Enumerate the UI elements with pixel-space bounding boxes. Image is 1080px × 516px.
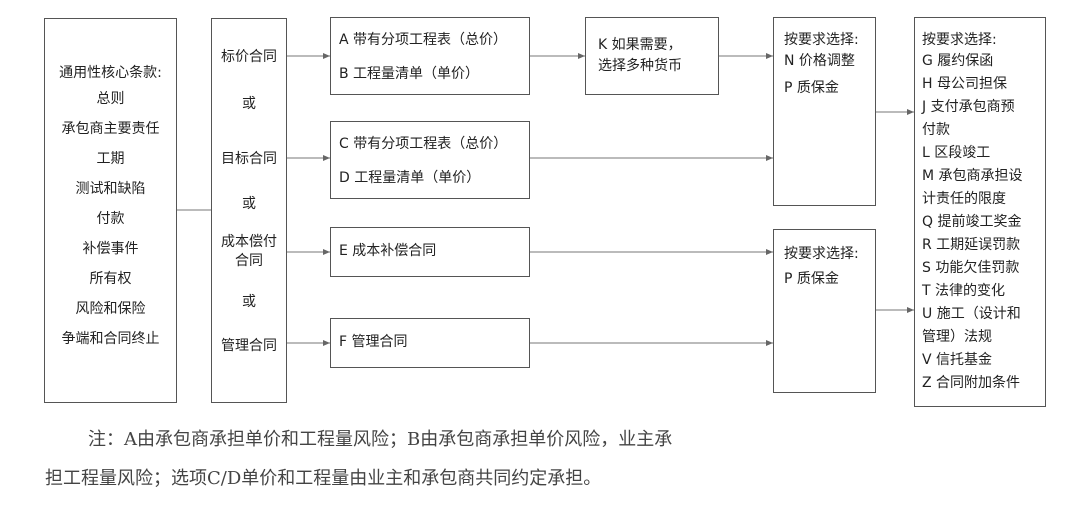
- select3-item: S 功能欠佳罚款: [922, 260, 1020, 276]
- select1-title: 按要求选择:: [784, 32, 859, 48]
- option-a: A 带有分项工程表（总价）: [339, 32, 508, 48]
- select2-item: P 质保金: [784, 271, 839, 287]
- select3-item: U 施工（设计和: [922, 306, 1021, 322]
- select3-title: 按要求选择:: [922, 32, 997, 48]
- option-ab-box: A 带有分项工程表（总价） B 工程量清单（单价）: [330, 17, 530, 95]
- select3-item: G 履约保函: [922, 53, 994, 69]
- option-e-box: E 成本补偿合同: [330, 227, 530, 277]
- note-line-2: 担工程量风险；选项C/D单价和工程量由业主和承包商共同约定承担。: [45, 468, 602, 489]
- contract-types-box: 标价合同 或 目标合同 或 成本偿付 合同 或 管理合同: [211, 18, 287, 403]
- select3-item: H 母公司担保: [922, 76, 1007, 92]
- core-item: 风险和保险: [75, 301, 146, 317]
- contract-type-label: 管理合同: [221, 338, 277, 354]
- core-item: 所有权: [89, 271, 132, 287]
- core-title: 通用性核心条款:: [59, 65, 162, 81]
- select-box-2: 按要求选择: P 质保金: [773, 229, 876, 393]
- contract-type-or: 或: [242, 196, 256, 212]
- select3-item: 付款: [922, 122, 950, 138]
- option-d: D 工程量清单（单价）: [339, 170, 481, 186]
- option-f: F 管理合同: [339, 334, 408, 350]
- k-line-2: 选择多种货币: [598, 58, 682, 74]
- core-clauses-box: 通用性核心条款: 总则 承包商主要责任 工期 测试和缺陷 付款 补偿事件 所有权…: [44, 18, 177, 403]
- core-item: 争端和合同终止: [61, 331, 160, 347]
- select3-item: T 法律的变化: [922, 283, 1006, 299]
- option-c: C 带有分项工程表（总价）: [339, 136, 508, 152]
- option-e: E 成本补偿合同: [339, 243, 437, 259]
- option-cd-box: C 带有分项工程表（总价） D 工程量清单（单价）: [330, 121, 530, 199]
- select3-item: V 信托基金: [922, 352, 993, 368]
- contract-type-or: 或: [242, 294, 256, 310]
- core-item: 测试和缺陷: [75, 181, 146, 197]
- select3-item: 计责任的限度: [922, 191, 1006, 207]
- core-item: 工期: [96, 151, 125, 167]
- k-line-1: K 如果需要，: [598, 37, 682, 53]
- select3-item: R 工期延误罚款: [922, 237, 1021, 253]
- contract-type-label: 标价合同: [221, 49, 277, 65]
- core-item: 付款: [96, 211, 125, 227]
- select-box-3: 按要求选择: G 履约保函 H 母公司担保 J 支付承包商预 付款 L 区段竣工…: [914, 17, 1046, 407]
- core-item: 补偿事件: [82, 241, 139, 257]
- select3-item: M 承包商承担设: [922, 168, 1023, 184]
- contract-type-label: 成本偿付: [221, 234, 277, 250]
- select3-item: L 区段竣工: [922, 145, 991, 161]
- select3-item: Q 提前竣工奖金: [922, 214, 1022, 230]
- select1-item: N 价格调整: [784, 53, 855, 69]
- currency-option-box: K 如果需要， 选择多种货币: [585, 17, 719, 95]
- note-line-1: 注：A由承包商承担单价和工程量风险；B由承包商承担单价风险，业主承: [88, 429, 673, 450]
- contract-type-label: 合同: [235, 253, 263, 269]
- select3-item: Z 合同附加条件: [922, 375, 1021, 391]
- core-item: 承包商主要责任: [61, 121, 160, 137]
- contract-type-label: 目标合同: [221, 151, 277, 167]
- option-f-box: F 管理合同: [330, 318, 530, 368]
- core-item: 总则: [96, 91, 125, 107]
- select1-item: P 质保金: [784, 80, 839, 96]
- select3-item: 管理）法规: [922, 329, 992, 345]
- select3-item: J 支付承包商预: [922, 99, 1015, 115]
- contract-type-or: 或: [242, 96, 256, 112]
- option-b: B 工程量清单（单价）: [339, 66, 480, 82]
- select-box-1: 按要求选择: N 价格调整 P 质保金: [773, 17, 876, 206]
- select2-title: 按要求选择:: [784, 246, 859, 262]
